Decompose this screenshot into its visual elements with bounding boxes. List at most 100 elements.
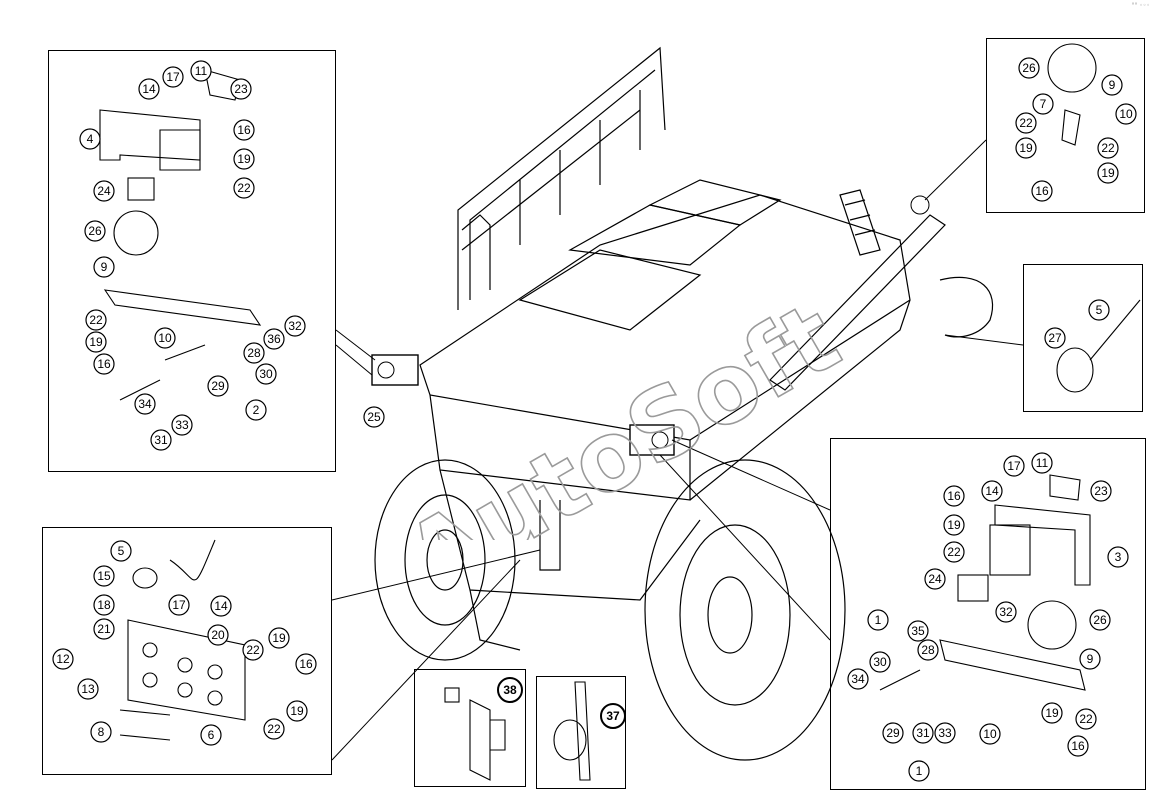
callout-balloon	[600, 703, 626, 729]
callout-number: 8	[98, 725, 105, 739]
lamp-bracket-parts	[1047, 43, 1097, 146]
callout-number: 37	[606, 709, 620, 723]
callout-balloon	[981, 480, 1003, 502]
callout-number: 19	[1101, 166, 1115, 180]
callout-balloon	[497, 677, 523, 703]
callout-balloon	[912, 722, 934, 744]
callout-balloon	[84, 220, 106, 242]
callout-balloon	[943, 514, 965, 536]
callout-balloon	[263, 328, 285, 350]
callout-balloon	[93, 594, 115, 616]
callout-balloon	[255, 363, 277, 385]
callout-number: 9	[1109, 78, 1116, 92]
callout-balloon	[268, 627, 290, 649]
callout-number: 19	[272, 631, 286, 645]
callout-balloon	[233, 148, 255, 170]
callout-balloon	[1044, 327, 1066, 349]
callout-balloon	[1018, 57, 1040, 79]
panel-clamp	[536, 676, 626, 789]
callout-balloon	[284, 315, 306, 337]
callout-number: 13	[81, 682, 95, 696]
callout-number: 22	[947, 545, 961, 559]
callout-balloon	[93, 256, 115, 278]
callout-number: 21	[97, 622, 111, 636]
callout-number: 5	[118, 544, 125, 558]
callout-balloon	[138, 78, 160, 100]
callout-balloon	[168, 594, 190, 616]
callout-number: 30	[259, 367, 273, 381]
callout-balloon	[934, 722, 956, 744]
callout-balloon	[263, 718, 285, 740]
callout-number: 28	[921, 643, 935, 657]
callout-number: 5	[1096, 303, 1103, 317]
callout-balloon	[93, 618, 115, 640]
callout-number: 14	[985, 484, 999, 498]
lamp-top	[910, 195, 930, 215]
callout-number: 24	[97, 184, 111, 198]
callout-balloon	[110, 540, 132, 562]
callout-balloon	[1015, 112, 1037, 134]
callout-number: 34	[138, 397, 152, 411]
callout-balloon	[233, 119, 255, 141]
callout-balloon	[93, 180, 115, 202]
callout-number: 26	[1093, 613, 1107, 627]
callout-balloon	[1067, 735, 1089, 757]
plug-parts	[1056, 299, 1141, 393]
callout-number: 22	[1101, 141, 1115, 155]
callout-balloon	[943, 541, 965, 563]
callout-balloon	[90, 721, 112, 743]
callout-balloon	[52, 648, 74, 670]
callout-balloon	[93, 353, 115, 375]
clamp-parts	[553, 681, 591, 781]
callout-number: 10	[983, 727, 997, 741]
bracket-assembly-parts	[99, 69, 262, 401]
callout-number: 23	[234, 82, 248, 96]
callout-number: 9	[101, 260, 108, 274]
panel-plug	[1023, 264, 1143, 412]
leader-lines	[331, 139, 1024, 761]
callout-number: 29	[211, 379, 225, 393]
callout-number: 3	[1115, 550, 1122, 564]
callout-number: 19	[290, 704, 304, 718]
callout-balloon	[150, 429, 172, 451]
callout-number: 31	[154, 433, 168, 447]
callout-number: 17	[1007, 459, 1021, 473]
callout-balloon	[154, 327, 176, 349]
callout-balloon	[242, 639, 264, 661]
callout-number: 10	[1119, 107, 1133, 121]
callout-number: 23	[1094, 484, 1108, 498]
callout-balloon	[93, 565, 115, 587]
callout-balloon	[1088, 299, 1110, 321]
callout-number: 26	[88, 224, 102, 238]
callout-balloon	[869, 651, 891, 673]
callout-balloon	[171, 414, 193, 436]
callout-number: 19	[1019, 141, 1033, 155]
callout-number: 22	[1079, 712, 1093, 726]
callout-number: 27	[1048, 331, 1062, 345]
callout-number: 7	[1040, 97, 1047, 111]
callout-number: 36	[267, 332, 281, 346]
switch-parts	[444, 687, 506, 781]
callout-balloon	[1031, 452, 1053, 474]
callout-number: 4	[87, 132, 94, 146]
callout-balloon	[907, 620, 929, 642]
callout-balloon	[363, 406, 385, 428]
callout-number: 20	[211, 628, 225, 642]
callout-balloon	[995, 601, 1017, 623]
callout-balloon	[210, 595, 232, 617]
callout-number: 19	[1045, 706, 1059, 720]
callout-number: 11	[195, 64, 208, 78]
callout-balloon	[1032, 93, 1054, 115]
corner-mark: °° ◦◦◦	[1131, 2, 1150, 9]
callout-balloon	[1041, 702, 1063, 724]
callout-number: 22	[1019, 116, 1033, 130]
callout-balloon	[908, 760, 930, 782]
callout-balloon	[1003, 455, 1025, 477]
callout-balloon	[1015, 137, 1037, 159]
socket-plate-parts	[119, 539, 246, 741]
callout-number: 17	[172, 598, 186, 612]
callout-number: 29	[886, 726, 900, 740]
